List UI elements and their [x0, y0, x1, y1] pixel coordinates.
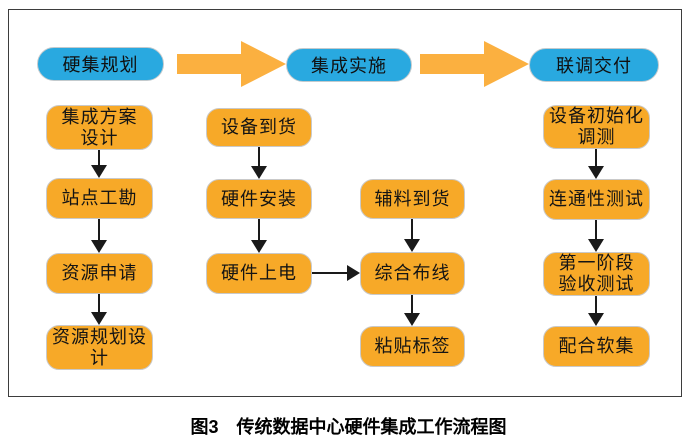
step-site-survey: 站点工勘: [46, 178, 153, 219]
arrow-implementation-to-delivery-icon: [420, 41, 529, 87]
step-integration-scheme-design: 集成方案 设计: [46, 105, 153, 150]
step-hardware-installation: 硬件安装: [206, 179, 312, 219]
step-device-initialization-commissioning: 设备初始化 调测: [543, 105, 650, 149]
step-connectivity-test: 连通性测试: [543, 179, 650, 220]
down-arrow-icon: [251, 147, 267, 179]
step-auxiliary-materials-arrival: 辅料到货: [360, 179, 465, 219]
down-arrow-icon: [404, 295, 420, 326]
step-label-sticking: 粘贴标签: [360, 326, 465, 367]
step-integrated-cabling: 综合布线: [360, 252, 465, 295]
down-arrow-icon: [91, 219, 107, 253]
step-equipment-arrival: 设备到货: [206, 108, 312, 147]
arrow-planning-to-implementation-icon: [177, 41, 286, 87]
step-phase1-acceptance-test: 第一阶段 验收测试: [543, 252, 650, 296]
step-software-integration-support: 配合软集: [543, 326, 650, 367]
step-resource-planning-design: 资源规划设 计: [46, 325, 153, 370]
down-arrow-icon: [588, 220, 604, 252]
step-hardware-power-on: 硬件上电: [206, 253, 312, 294]
down-arrow-icon: [588, 149, 604, 179]
down-arrow-icon: [91, 294, 107, 325]
arrow-head: [484, 41, 529, 87]
figure-caption: 图3 传统数据中心硬件集成工作流程图: [190, 417, 507, 437]
arrow-tail: [177, 54, 241, 74]
step-resource-application: 资源申请: [46, 253, 153, 294]
phase-hardware-integration-planning: 硬集规划: [37, 47, 164, 81]
arrow-head: [241, 41, 286, 87]
phase-commissioning-delivery: 联调交付: [529, 48, 659, 82]
down-arrow-icon: [251, 219, 267, 253]
down-arrow-icon: [91, 150, 107, 178]
diagram-border: 硬集规划 集成实施 联调交付 集成方案 设计 站点工勘 资源申请 资源规划设 计…: [8, 9, 682, 397]
phase-integration-implementation: 集成实施: [286, 48, 412, 82]
down-arrow-icon: [588, 296, 604, 326]
arrow-tail: [420, 54, 484, 74]
right-arrow-icon: [312, 265, 360, 281]
down-arrow-icon: [404, 219, 420, 252]
